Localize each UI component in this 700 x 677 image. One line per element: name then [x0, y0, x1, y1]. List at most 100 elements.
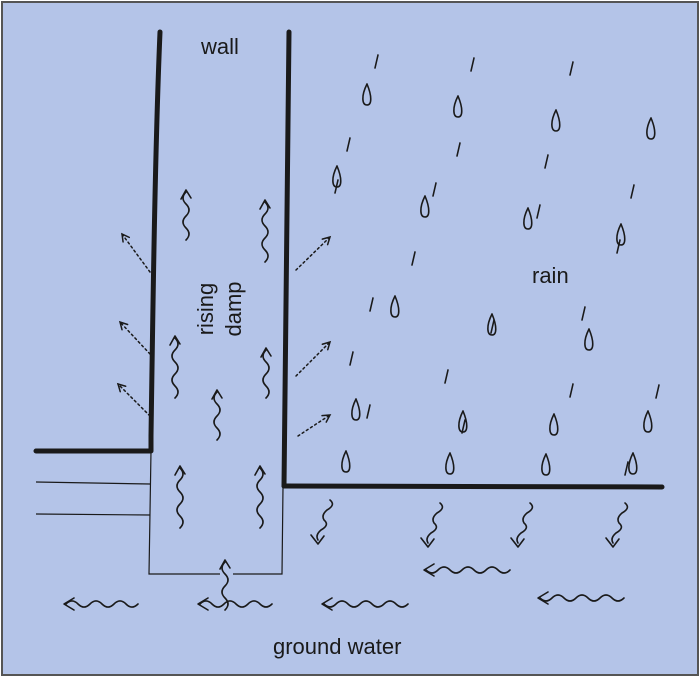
evaporation-arrows	[116, 232, 332, 437]
rain-drop	[420, 195, 430, 218]
evaporation-line	[295, 236, 331, 271]
wall-left-face	[148, 29, 163, 439]
arrow-head	[174, 465, 186, 476]
arrow-head	[321, 235, 332, 246]
evaporation-line	[295, 341, 331, 377]
ground-water-wave	[199, 600, 273, 608]
rain-dash	[349, 351, 354, 366]
rising-damp-squiggle	[262, 349, 270, 399]
rain-drop	[584, 328, 594, 351]
arrow-head	[321, 597, 333, 611]
ground-water-flow-arrows	[63, 563, 625, 611]
ground-layer-line	[35, 513, 151, 516]
wall-outline	[33, 29, 665, 490]
arrow-head	[180, 189, 192, 200]
ground-water-wave	[65, 600, 139, 608]
ground-water-wave	[425, 566, 511, 574]
arrow-head	[321, 414, 332, 423]
foundation-left	[148, 450, 220, 575]
rain-dash	[432, 182, 437, 197]
rain-drop	[332, 165, 342, 188]
rain-dash	[581, 306, 586, 321]
evaporation-line	[121, 233, 151, 273]
rain-drop	[643, 410, 653, 433]
rain-dash	[456, 142, 461, 157]
arrow-head	[63, 597, 75, 611]
arrow-head	[310, 534, 325, 545]
rain-drop	[453, 95, 463, 118]
arrow-head	[537, 591, 549, 605]
rain-dash	[630, 184, 635, 199]
ground-water-label: ground water	[273, 634, 402, 659]
rain-dash	[366, 404, 371, 419]
rain-label: rain	[532, 263, 569, 288]
damp-label: damp	[221, 281, 246, 337]
rain-drop	[341, 450, 351, 473]
ground-layer-line	[35, 481, 151, 485]
arrow-head	[321, 340, 332, 351]
rain-drop	[628, 452, 638, 475]
rain-dash	[461, 419, 466, 434]
rain-drop	[351, 398, 361, 421]
rising-damp-squiggle	[182, 191, 190, 241]
rising-damp-squiggle	[176, 467, 184, 529]
rain-drop	[541, 453, 551, 476]
rain-drop	[551, 109, 561, 132]
arrow-head	[420, 537, 435, 548]
soak-in-arrows	[310, 499, 629, 548]
arrow-head	[121, 232, 131, 243]
rain-dash	[655, 384, 660, 399]
rain-dash	[470, 57, 475, 72]
rain-drop	[362, 83, 372, 106]
wall-label: wall	[201, 34, 239, 59]
arrow-head	[423, 563, 435, 577]
arrow-head	[118, 320, 129, 331]
right-ground-line	[281, 483, 665, 490]
arrow-head	[219, 559, 231, 570]
wall-right-face	[281, 29, 292, 489]
rain-drops	[332, 54, 660, 476]
rain-drop	[458, 410, 468, 433]
arrow-head	[116, 382, 127, 393]
rain-dash	[616, 239, 621, 254]
arrow-head	[510, 537, 525, 548]
rain-dash	[411, 251, 416, 266]
rain-drop	[487, 313, 497, 336]
soak-squiggle	[611, 502, 629, 544]
rain-drop	[390, 295, 400, 318]
foundation-lines	[35, 450, 284, 575]
ground-water-wave	[323, 600, 409, 608]
rain-drop	[646, 117, 656, 140]
rain-dash	[569, 61, 574, 76]
rising-label: rising	[193, 282, 218, 336]
rising-damp-squiggle	[256, 467, 264, 529]
rain-dash	[346, 137, 351, 152]
rain-dash	[569, 383, 574, 398]
arrow-head	[254, 465, 266, 476]
rain-dash	[544, 154, 549, 169]
rain-dash	[536, 204, 541, 219]
rising-damp-squiggle	[261, 201, 269, 263]
ground-water-wave	[539, 594, 625, 602]
foundation-right	[233, 486, 284, 575]
rain-dash	[490, 319, 495, 334]
rain-drop	[445, 452, 455, 475]
arrow-head	[260, 347, 272, 358]
soak-squiggle	[316, 499, 334, 541]
soak-squiggle	[516, 502, 534, 544]
arrow-head	[197, 597, 209, 611]
rain-drop	[523, 207, 533, 230]
rain-dash	[374, 54, 379, 69]
rain-dash	[369, 297, 374, 312]
arrow-head	[169, 335, 181, 346]
rain-dash	[444, 369, 449, 384]
evaporation-line	[297, 414, 331, 437]
rising-damp-squiggle	[213, 391, 221, 441]
evaporation-line	[119, 321, 151, 355]
rain-drop	[616, 223, 626, 246]
rain-dash	[624, 461, 629, 476]
soak-squiggle	[426, 502, 444, 544]
